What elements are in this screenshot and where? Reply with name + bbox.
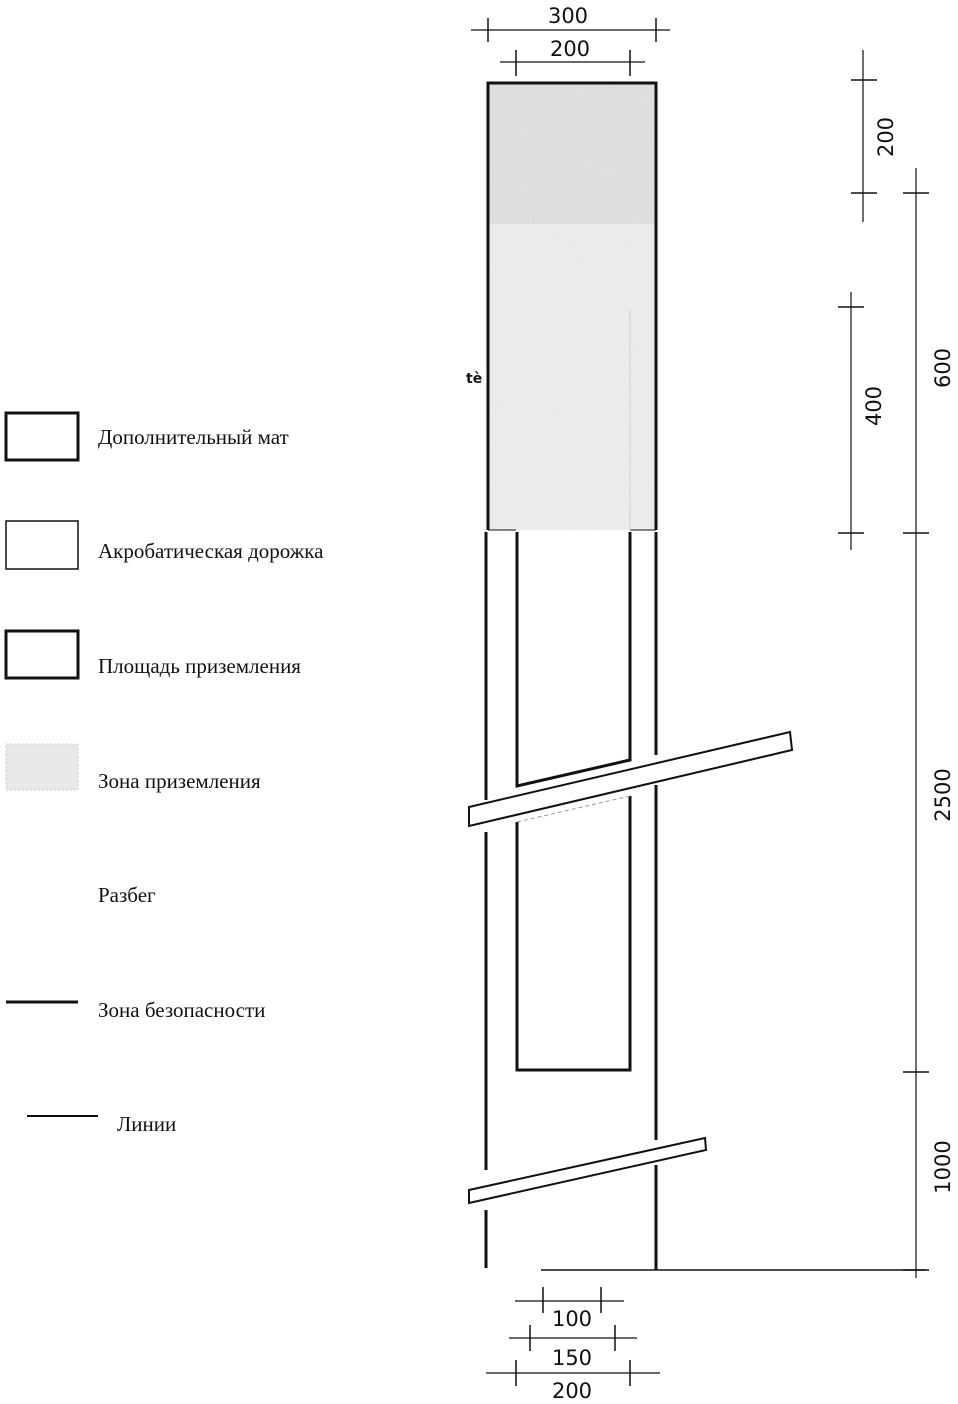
- landing-zone-grain: [489, 84, 655, 530]
- dim-label-track-length: 2500: [931, 768, 955, 821]
- dim-label-top-inner: 200: [550, 37, 590, 61]
- dim-label-total-landing: 600: [931, 348, 955, 388]
- legend-label-safety-zone: Зона безопасности: [98, 998, 265, 1022]
- dim-label-bottom-inner: 100: [552, 1307, 592, 1331]
- legend-label-extra-mat: Дополнительный мат: [98, 425, 289, 449]
- break-mark-upper: [468, 730, 794, 828]
- legend-swatch-landing-area: [4, 629, 80, 680]
- dim-label-landing-area: 200: [874, 117, 898, 157]
- dim-label-bottom-outer: 200: [552, 1379, 592, 1403]
- right-dimensions: 200 400 600 2500 1000: [838, 50, 955, 1278]
- legend-swatch-acro-track: [5, 520, 79, 570]
- dim-label-top-outer: 300: [548, 4, 588, 28]
- acro-track-lower: [515, 796, 632, 1072]
- legend: Дополнительный мат Акробатическая дорожк…: [4, 411, 324, 1136]
- legend-label-landing-zone: Зона приземления: [98, 769, 261, 793]
- legend-label-landing-area: Площадь приземления: [98, 654, 301, 678]
- legend-label-lines: Линии: [117, 1112, 176, 1136]
- dim-label-run-up-length: 1000: [931, 1140, 955, 1193]
- landing-area-outline: [486, 81, 658, 530]
- legend-swatch-extra-mat: [4, 411, 80, 462]
- acro-track-lower-top: [516, 795, 631, 823]
- break-mark-lower: [468, 1136, 708, 1205]
- acro-track-upper: [515, 532, 632, 788]
- legend-swatch-landing-zone: [5, 743, 79, 791]
- legend-label-run-up: Разбег: [98, 883, 156, 907]
- dim-label-bottom-middle: 150: [552, 1346, 592, 1370]
- dim-label-landing-zone: 400: [862, 386, 886, 426]
- side-note: tè: [466, 371, 482, 387]
- top-dimensions: 300 200: [471, 4, 670, 76]
- legend-label-acro-track: Акробатическая дорожка: [98, 539, 324, 563]
- bottom-dimensions: 100 150 200: [486, 1287, 660, 1403]
- field-layout: tè: [466, 81, 925, 1271]
